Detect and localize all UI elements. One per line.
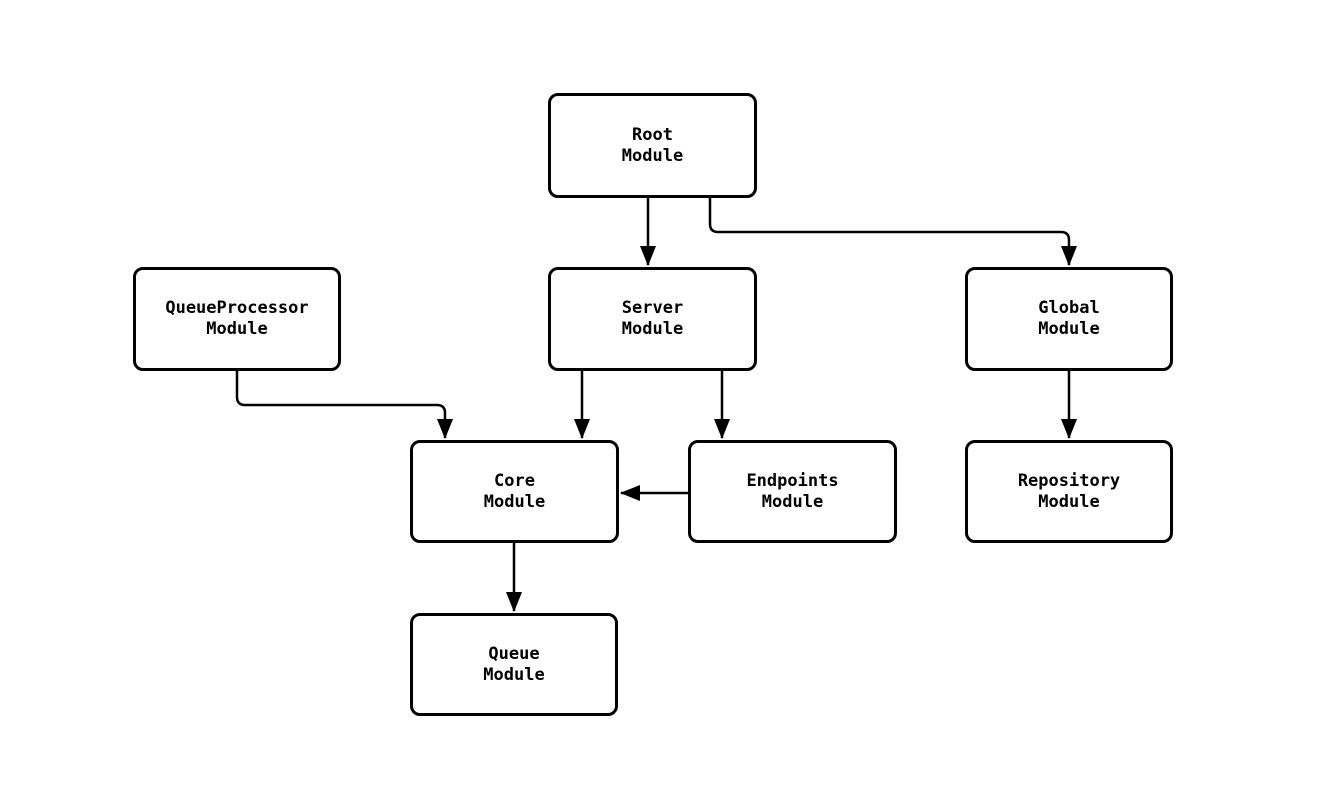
node-label: Root Module bbox=[621, 124, 684, 166]
node-label: Endpoints Module bbox=[746, 470, 839, 512]
node-queueprocessor-module: QueueProcessor Module bbox=[133, 267, 341, 371]
node-global-module: Global Module bbox=[965, 267, 1173, 371]
node-root-module: Root Module bbox=[548, 93, 757, 198]
node-label: QueueProcessor Module bbox=[165, 298, 309, 339]
node-queue-module: Queue Module bbox=[410, 613, 618, 716]
node-repository-module: Repository Module bbox=[965, 440, 1173, 543]
edge-root-to-global bbox=[708, 198, 1077, 266]
edge-queueprocessor-to-core bbox=[235, 371, 453, 439]
node-label: Queue Module bbox=[483, 643, 545, 685]
node-core-module: Core Module bbox=[410, 440, 619, 543]
node-server-module: Server Module bbox=[548, 267, 757, 371]
node-label: Server Module bbox=[621, 298, 684, 339]
node-label: Core Module bbox=[483, 470, 546, 512]
node-endpoints-module: Endpoints Module bbox=[688, 440, 897, 543]
node-label: Repository Module bbox=[1017, 470, 1121, 512]
node-label: Global Module bbox=[1038, 298, 1100, 339]
